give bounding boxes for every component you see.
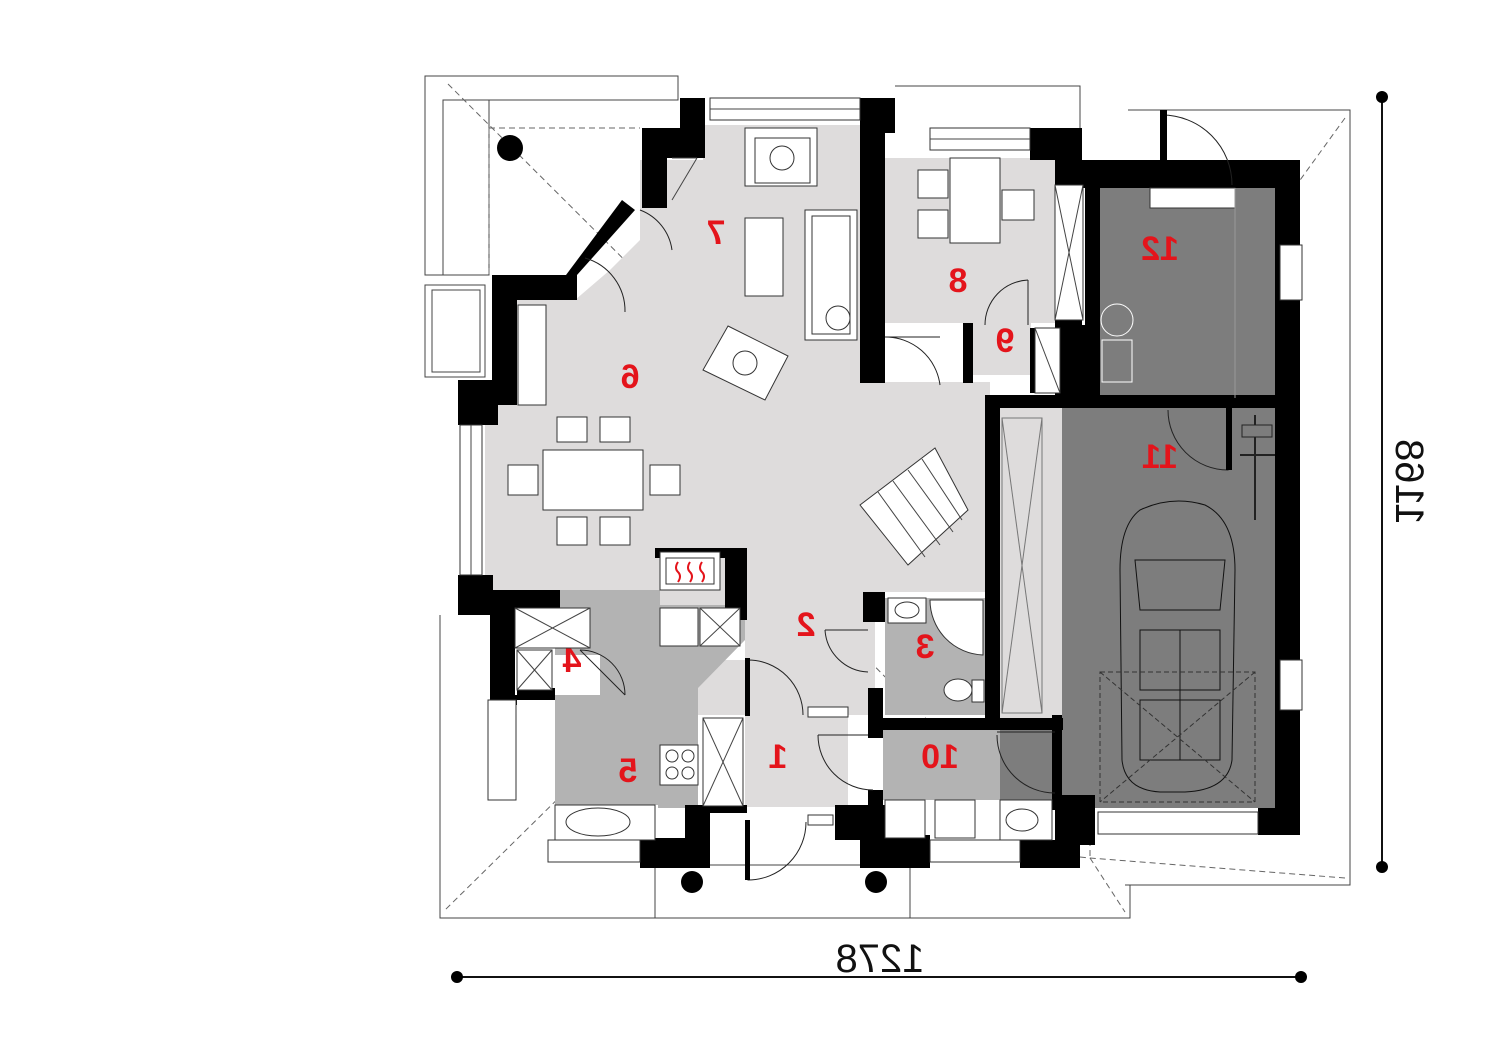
room-labels: 1 2 3 4 5 6 7 8 9 10 11 12 [562, 214, 1178, 790]
room-label-2: 2 [797, 606, 816, 644]
car-icon [1119, 500, 1236, 793]
room-label-11: 11 [1142, 438, 1178, 476]
room-label-10: 10 [921, 738, 959, 776]
stairs-icon [859, 447, 969, 566]
room-label-5: 5 [619, 752, 638, 790]
room-label-1: 1 [769, 738, 788, 776]
dimension-width: 1278 [451, 937, 1307, 983]
doors [579, 110, 1233, 881]
dimension-depth: 1168 [1376, 91, 1431, 873]
room-label-6: 6 [621, 358, 640, 396]
room-label-4: 4 [562, 642, 581, 680]
furniture [507, 127, 1275, 841]
room-label-7: 7 [707, 214, 726, 252]
room-label-9: 9 [996, 322, 1015, 360]
columns [497, 135, 887, 893]
fireplace-icon [659, 551, 721, 591]
room-label-3: 3 [916, 628, 935, 666]
width-dimension-label: 1278 [836, 937, 925, 981]
windows [459, 97, 1303, 863]
walls [458, 98, 1300, 868]
room-label-12: 12 [1141, 230, 1179, 268]
room-label-8: 8 [949, 262, 968, 300]
depth-dimension-label: 1168 [1387, 439, 1431, 525]
